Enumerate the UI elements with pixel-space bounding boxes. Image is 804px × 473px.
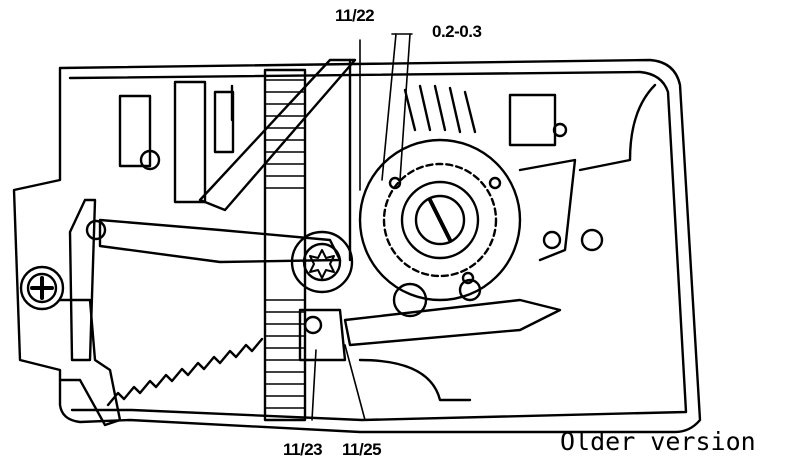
label-11-25: 11/25 [342,440,382,459]
torx-screw [290,230,354,294]
housing-outline [12,58,702,434]
right-block [508,93,557,147]
left-post-3 [213,90,235,154]
caption: Older version [560,427,756,456]
label-11-22: 11/22 [335,6,375,25]
leader-bottom-right [344,344,366,421]
rack-teeth [264,79,306,409]
gear-rack [263,68,307,422]
housing-inner-edge [68,70,688,422]
left-post [118,94,152,168]
coil-spring [106,337,264,407]
label-gap: 0.2-0.3 [432,22,482,41]
leader-bottom-left [311,349,317,421]
worm-gear [403,84,477,134]
left-bracket [68,198,97,362]
lower-screw-2 [458,278,482,302]
lower-pin [303,315,323,335]
left-post-2 [173,80,207,204]
leader-gap-a [381,33,397,181]
diagonal-arm [198,58,357,212]
label-11-23: 11/23 [283,440,323,459]
left-screw-1 [139,149,161,171]
lower-screw-1 [392,282,428,318]
right-arm [518,158,577,262]
right-rod [578,83,657,172]
leader-gap-b [399,33,411,181]
left-plate [58,298,122,427]
central-cam [358,138,522,302]
lower-link [343,298,562,347]
cross-screw [19,265,65,311]
lever-eye [85,219,107,241]
